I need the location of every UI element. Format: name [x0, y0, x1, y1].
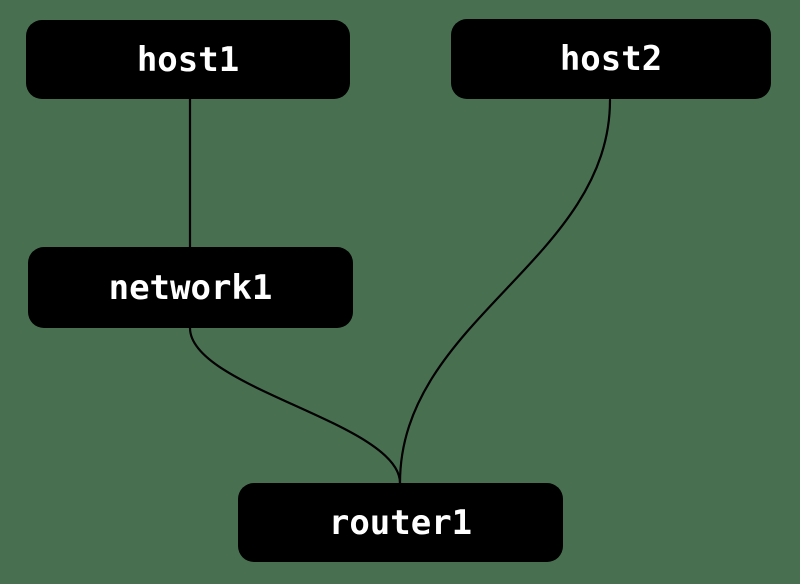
- node-network1: network1: [28, 247, 353, 328]
- node-host1: host1: [26, 20, 350, 99]
- node-network1-label: network1: [108, 267, 273, 308]
- node-host2-label: host2: [559, 39, 663, 79]
- node-host2: host2: [451, 19, 771, 99]
- node-host1-label: host1: [136, 39, 240, 80]
- edge-network1-router1: [188, 326, 402, 485]
- edge-host2-router1: [398, 98, 612, 485]
- node-router1: router1: [238, 483, 563, 562]
- node-router1-label: router1: [328, 502, 473, 543]
